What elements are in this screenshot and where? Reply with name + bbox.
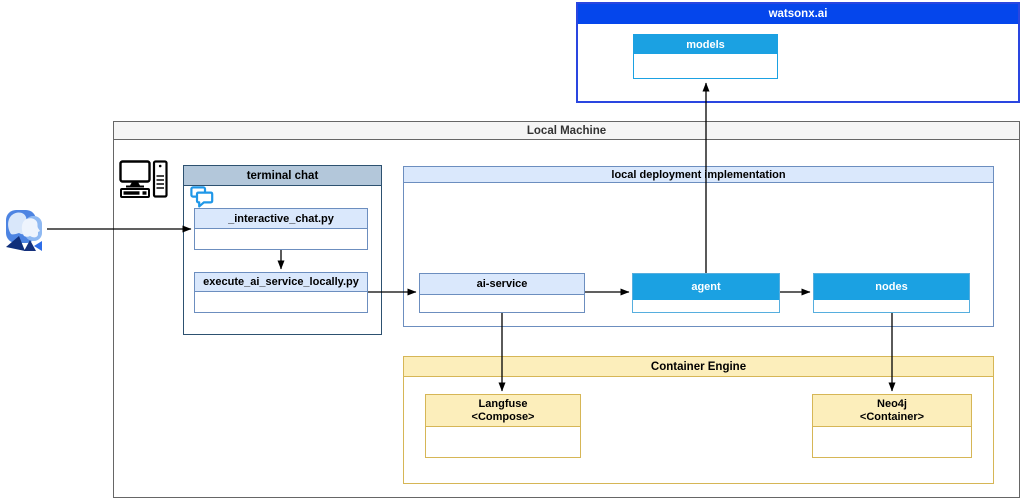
langfuse-type: <Compose>: [471, 410, 535, 423]
interactive-chat-body: [195, 229, 367, 249]
nodes-body: [814, 300, 969, 312]
local-machine-title: Local Machine: [114, 122, 1019, 140]
neo4j-label: Neo4j <Container>: [813, 395, 971, 427]
execute-service-label: execute_ai_service_locally.py: [195, 273, 367, 292]
langfuse-node: Langfuse <Compose>: [425, 394, 581, 458]
models-body: [634, 54, 777, 78]
ai-service-body: [420, 295, 584, 312]
agent-label: agent: [633, 274, 779, 300]
interactive-chat-label: _interactive_chat.py: [195, 209, 367, 229]
neo4j-body: [813, 427, 971, 457]
users-icon: [4, 207, 48, 253]
agent-node: agent: [632, 273, 780, 313]
neo4j-node: Neo4j <Container>: [812, 394, 972, 458]
langfuse-label: Langfuse <Compose>: [426, 395, 580, 427]
watsonx-title: watsonx.ai: [578, 4, 1018, 24]
ai-service-label: ai-service: [420, 274, 584, 295]
chat-bubbles-icon: [190, 186, 214, 208]
models-label: models: [634, 35, 777, 54]
nodes-label: nodes: [814, 274, 969, 300]
langfuse-name: Langfuse: [478, 397, 528, 410]
execute-service-node: execute_ai_service_locally.py: [194, 272, 368, 313]
container-engine-title: Container Engine: [404, 357, 993, 377]
agent-body: [633, 300, 779, 312]
models-node: models: [633, 34, 778, 79]
interactive-chat-node: _interactive_chat.py: [194, 208, 368, 250]
desktop-computer-icon: [119, 160, 168, 200]
neo4j-name: Neo4j: [877, 397, 907, 410]
ai-service-node: ai-service: [419, 273, 585, 313]
neo4j-type: <Container>: [859, 410, 925, 423]
langfuse-body: [426, 427, 580, 457]
terminal-chat-title: terminal chat: [184, 166, 381, 186]
local-deployment-title: local deployment implementation: [404, 167, 993, 183]
execute-service-body: [195, 292, 367, 312]
nodes-node: nodes: [813, 273, 970, 313]
